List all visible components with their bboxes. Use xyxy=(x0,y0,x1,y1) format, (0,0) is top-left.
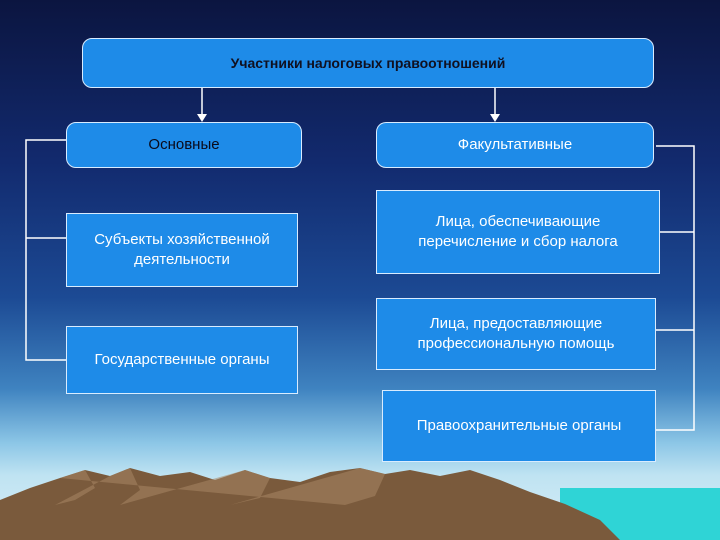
left-header-label: Основные xyxy=(148,135,220,153)
mountain-range xyxy=(0,468,620,540)
right-header-box: Факультативные xyxy=(376,122,654,168)
right-bracket xyxy=(656,145,695,431)
left-header-box: Основные xyxy=(66,122,302,168)
diagram-title-box: Участники налоговых правоотношений xyxy=(82,38,654,88)
left-item-label-2: Государственные органы xyxy=(94,350,270,368)
right-item-label-1: Лица, обеспечивающие перечисление и сбор… xyxy=(418,212,618,250)
arrow-head-left xyxy=(197,114,207,122)
left-item-box-2: Государственные органы xyxy=(66,326,298,394)
right-item-box-2: Лица, предоставляющие профессиональную п… xyxy=(376,298,656,370)
left-item-box-1: Субъекты хозяйственной деятельности xyxy=(66,213,298,287)
right-header-label: Факультативные xyxy=(457,135,573,153)
right-item-box-3: Правоохранительные органы xyxy=(382,390,656,462)
diagram-title: Участники налоговых правоотношений xyxy=(230,54,506,71)
right-item-box-1: Лица, обеспечивающие перечисление и сбор… xyxy=(376,190,660,274)
right-item-label-2: Лица, предоставляющие профессиональную п… xyxy=(417,314,615,352)
right-item-label-3: Правоохранительные органы xyxy=(416,416,622,434)
arrow-head-right xyxy=(490,114,500,122)
left-item-label-1: Субъекты хозяйственной деятельности xyxy=(94,230,270,268)
mountain-highlights xyxy=(55,468,385,505)
left-bracket xyxy=(25,139,66,361)
